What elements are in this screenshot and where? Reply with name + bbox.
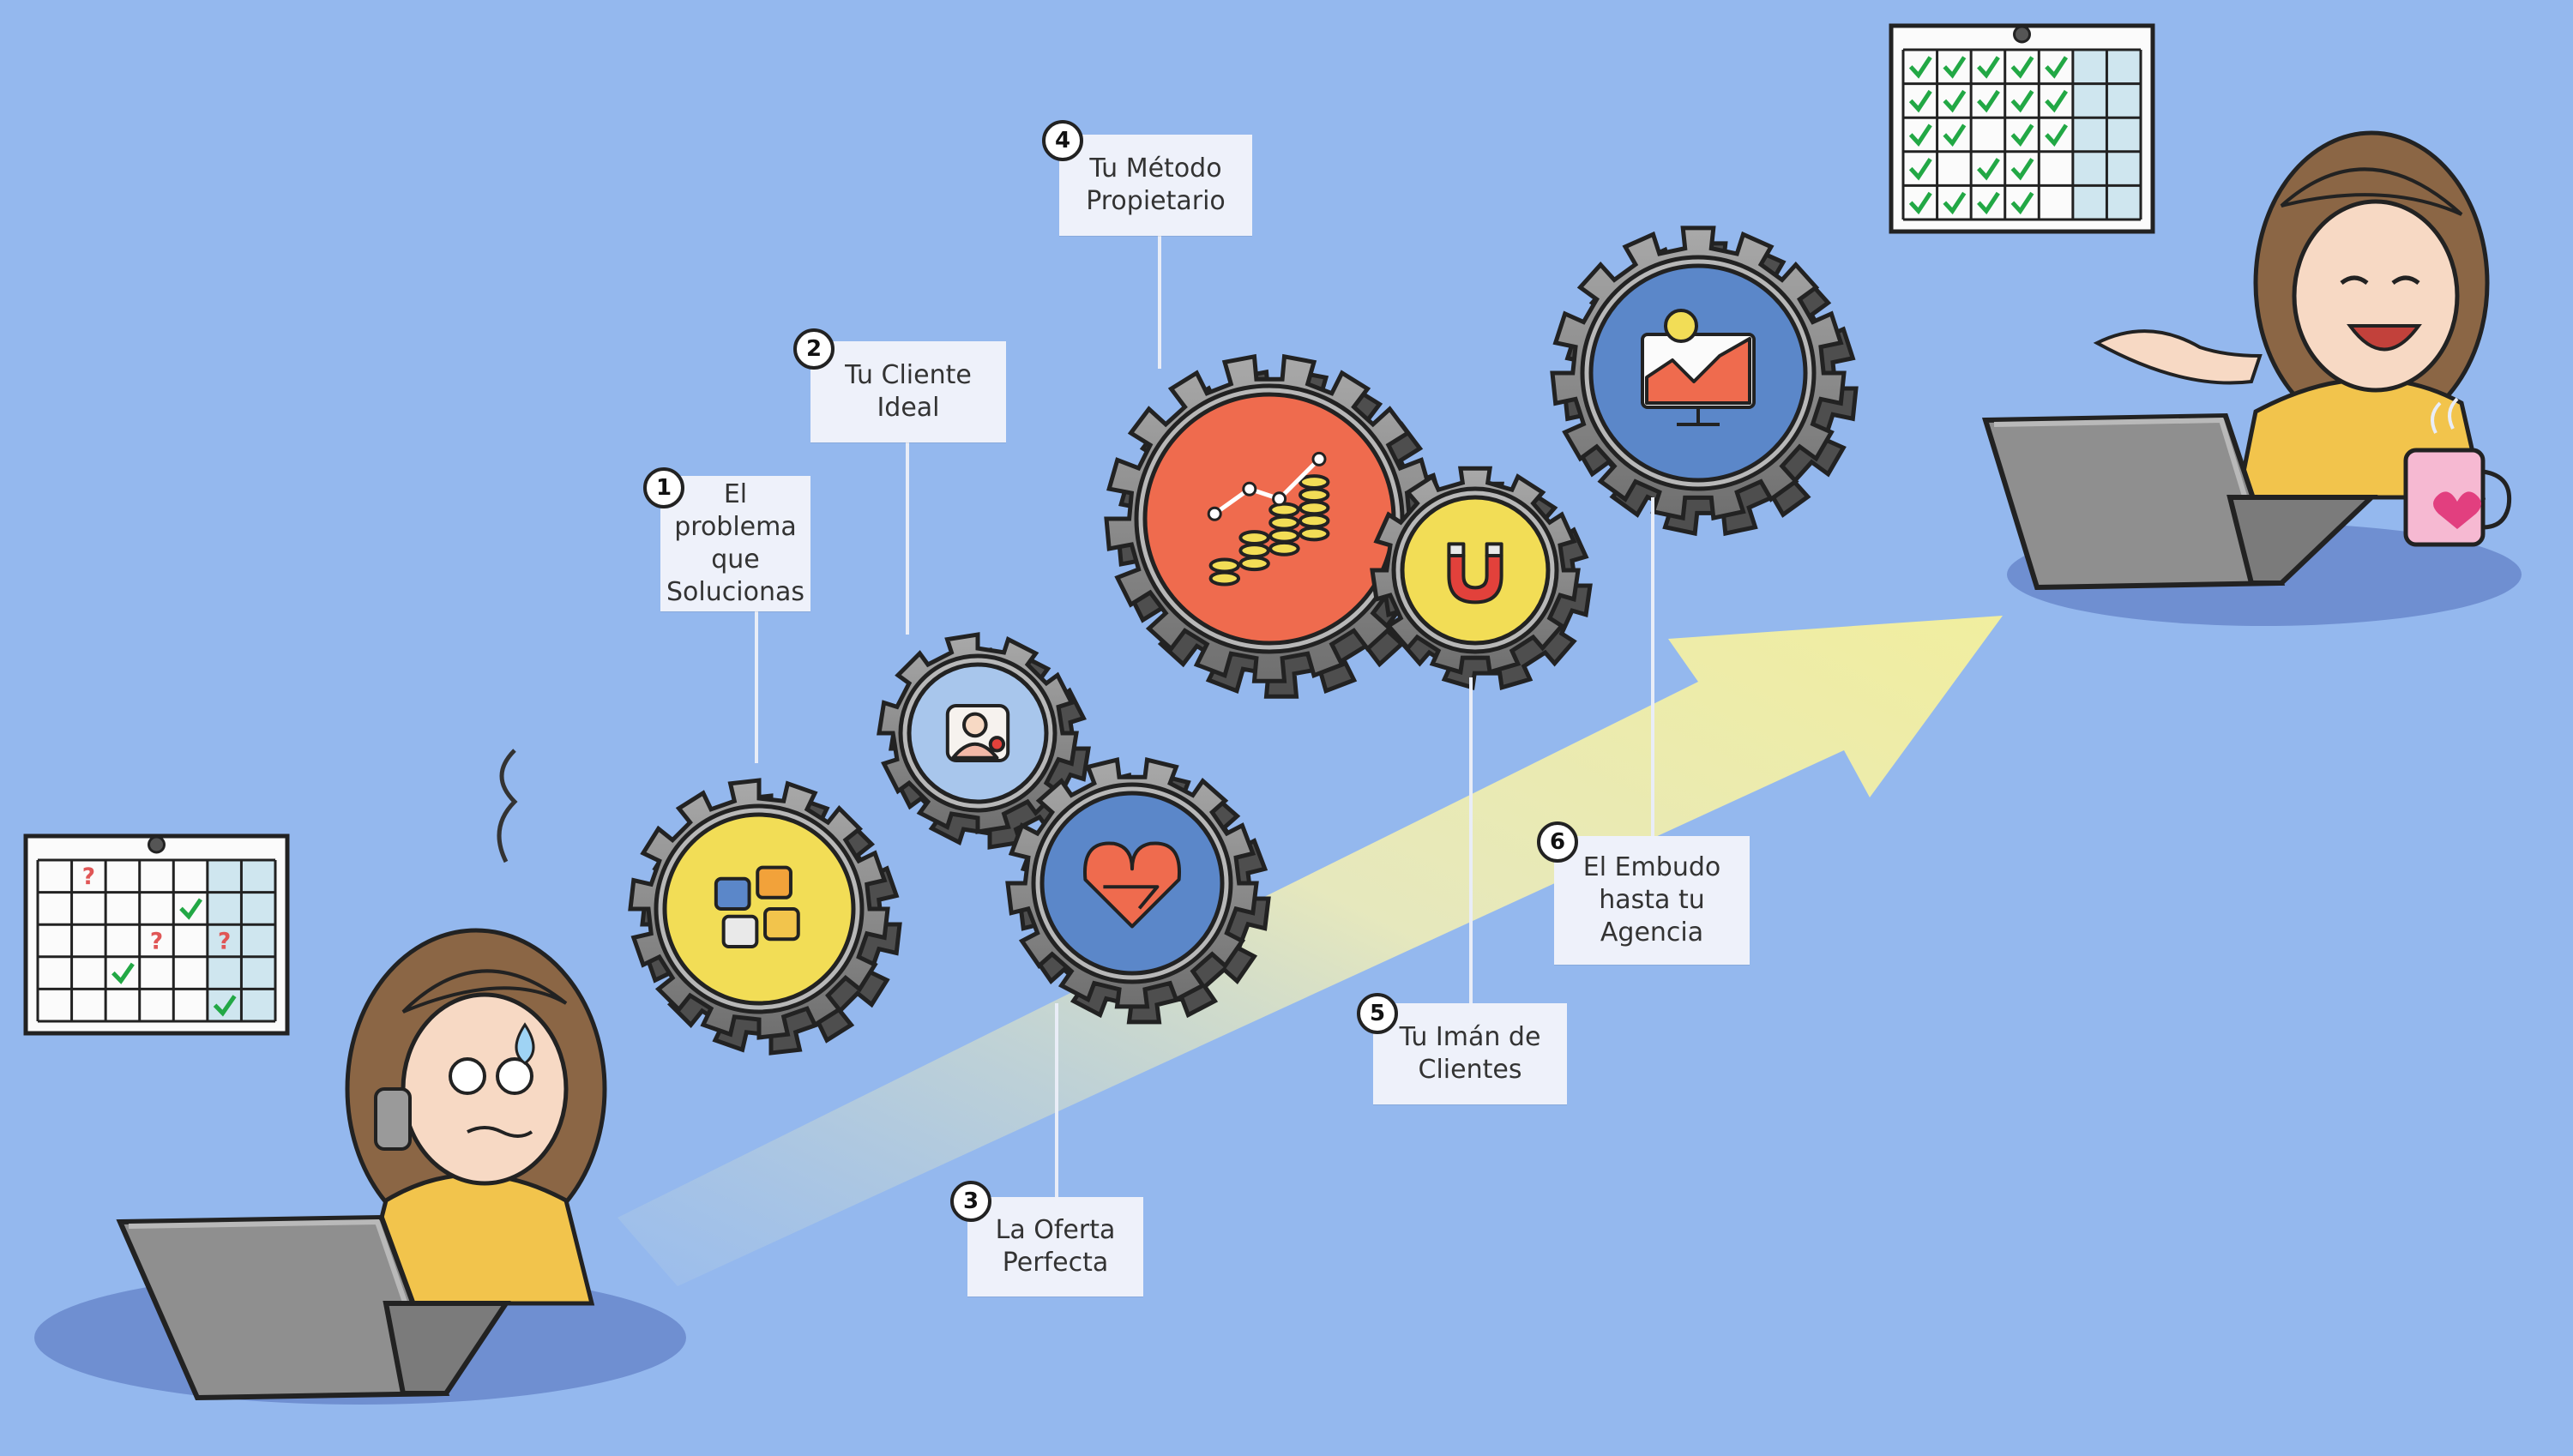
laptop-right	[1981, 412, 2378, 591]
connector-4	[1158, 236, 1161, 369]
coins-growth-icon	[1207, 451, 1330, 587]
person-heart-icon	[945, 704, 1010, 762]
step-number-badge: 2	[793, 328, 835, 370]
gear-2	[877, 632, 1091, 850]
gear-3	[1005, 757, 1271, 1025]
check-icon	[2045, 123, 2069, 147]
connector-5	[1469, 677, 1473, 1003]
step-number-badge: 1	[643, 467, 684, 508]
step-number-badge: 6	[1537, 821, 1578, 863]
question-icon: ?	[218, 929, 231, 954]
check-icon	[2010, 158, 2034, 181]
question-icon: ?	[150, 929, 163, 954]
check-icon	[1908, 56, 1932, 79]
check-icon	[111, 962, 135, 984]
check-icon	[1908, 123, 1932, 147]
check-icon	[2010, 56, 2034, 79]
check-icon	[1943, 56, 1967, 79]
laptop-left	[116, 1214, 511, 1401]
happy-person	[2093, 130, 2490, 500]
stressed-person	[345, 749, 607, 1306]
check-icon	[2010, 89, 2034, 113]
connector-3	[1055, 1003, 1058, 1197]
check-icon	[2010, 123, 2034, 147]
check-icon	[1908, 191, 1932, 215]
connector-2	[906, 442, 909, 635]
step-text: El Embudo hasta tu Agencia	[1582, 852, 1721, 948]
check-icon	[1977, 158, 2000, 181]
check-icon	[1977, 89, 2000, 113]
check-icon	[1908, 158, 1932, 181]
check-icon	[1943, 89, 1967, 113]
check-icon	[2045, 89, 2069, 113]
step-number-badge: 5	[1357, 993, 1398, 1034]
magnet-icon	[1447, 542, 1503, 605]
check-icon	[213, 995, 237, 1017]
step-number-badge: 3	[950, 1181, 991, 1222]
step-text: La Oferta Perfecta	[995, 1215, 1116, 1278]
gear-4	[1104, 353, 1447, 699]
check-icon	[2045, 56, 2069, 79]
calendar-right	[1889, 23, 2155, 234]
step-label-2: Tu Cliente Ideal	[810, 341, 1006, 442]
step-label-6: El Embudo hasta tu Agencia	[1554, 836, 1750, 965]
step-label-3: La Oferta Perfecta	[967, 1197, 1143, 1297]
question-icon: ?	[82, 864, 95, 890]
gear-1	[628, 778, 902, 1056]
step-text: El problema que Solucionas	[666, 479, 804, 607]
check-icon	[1943, 191, 1967, 215]
handshake-heart-icon	[1082, 841, 1182, 929]
calendar-left: ???	[23, 833, 290, 1036]
check-icon	[179, 898, 202, 920]
step-number-badge: 4	[1042, 120, 1083, 161]
dollar-chart-icon	[1641, 309, 1756, 426]
puzzle-icon	[714, 865, 800, 949]
gear-6	[1550, 226, 1859, 537]
step-label-4: Tu Método Propietario	[1059, 135, 1252, 236]
check-icon	[2010, 191, 2034, 215]
progress-arrow	[618, 616, 2003, 1286]
check-icon	[1943, 123, 1967, 147]
step-text: Tu Método Propietario	[1086, 153, 1226, 216]
gear-5	[1370, 466, 1593, 691]
step-text: Tu Cliente Ideal	[845, 360, 972, 423]
check-icon	[1977, 56, 2000, 79]
step-label-5: Tu Imán de Clientes	[1373, 1003, 1567, 1104]
check-icon	[1908, 89, 1932, 113]
connector-1	[755, 611, 758, 763]
connector-6	[1651, 497, 1654, 836]
mug-icon	[2403, 397, 2512, 547]
check-icon	[1977, 191, 2000, 215]
step-label-1: El problema que Solucionas	[660, 476, 810, 611]
step-text: Tu Imán de Clientes	[1399, 1022, 1541, 1085]
